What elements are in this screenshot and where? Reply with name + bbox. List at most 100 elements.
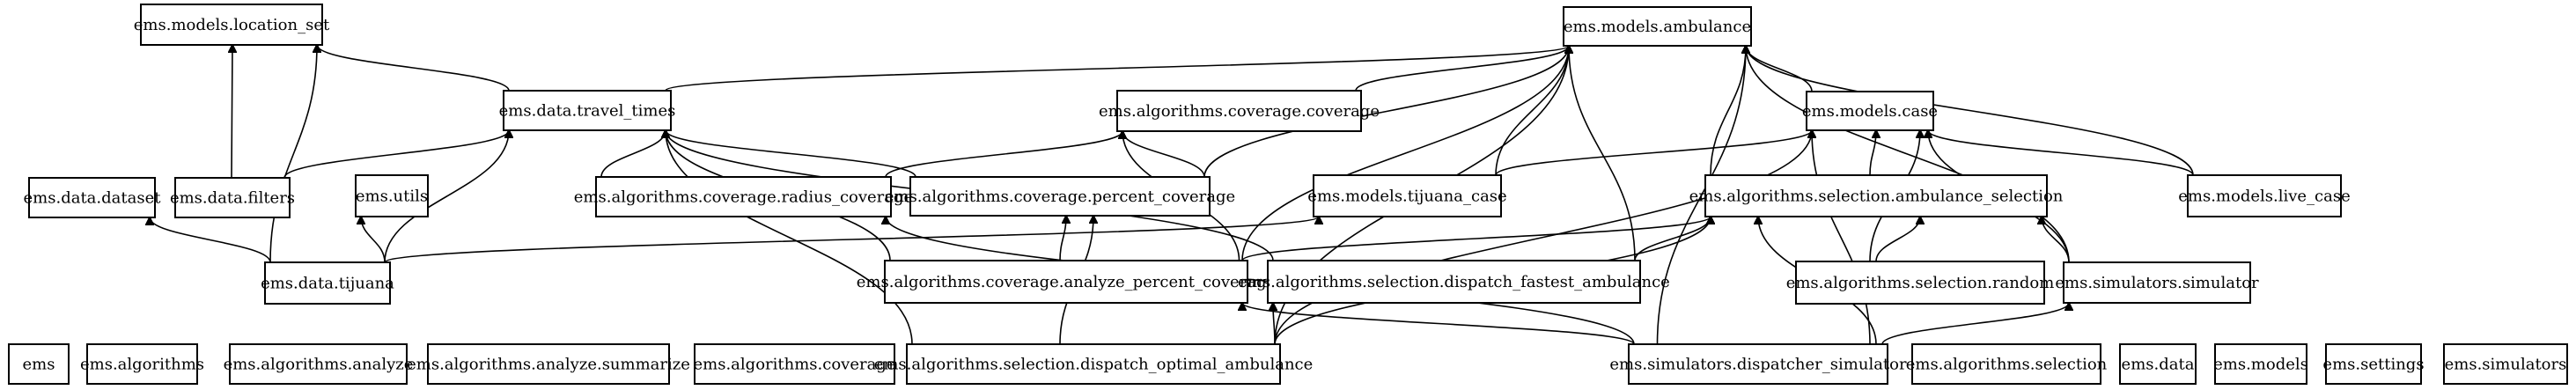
- node-box: [1911, 343, 2101, 385]
- edge-percent-coverage-to-travel-times: [666, 130, 916, 178]
- edge-tijuana-to-travel-times: [384, 130, 509, 263]
- edge-dispatcher-simulator-to-simulator: [1881, 303, 2069, 345]
- edge-analyze-percent-coverage-to-percent-coverage: [1059, 216, 1066, 261]
- node-label: ems.models.live_case: [2178, 188, 2351, 206]
- node-box: [2214, 343, 2307, 385]
- edge-analyze-percent-coverage-to-ambulance-selection: [1241, 217, 1711, 261]
- node-label: ems.algorithms.selection: [1906, 356, 2108, 374]
- node-settings: ems.settings: [2322, 343, 2425, 385]
- edge-dispatcher-simulator-to-radius-coverage: [886, 217, 1635, 345]
- node-box: [2063, 261, 2251, 304]
- node-simulator: ems.simulators.simulator: [2055, 261, 2259, 304]
- node-label: ems.algorithms.coverage.analyze_percent_…: [857, 273, 1276, 291]
- edge-radius-coverage-to-coverage-coverage: [885, 131, 1122, 178]
- node-box: [264, 261, 391, 305]
- node-label: ems.simulators.dispatcher_simulator: [1609, 356, 1907, 374]
- node-box: [1116, 90, 1362, 132]
- edge-tijuana-case-to-case: [1495, 130, 1812, 176]
- node-box: [595, 176, 892, 217]
- node-models: ems.models: [2213, 343, 2308, 385]
- edge-tijuana-case-to-ambulance: [1495, 46, 1569, 176]
- edge-live-case-to-ambulance: [1746, 46, 2194, 176]
- node-box: [1795, 261, 2045, 305]
- node-label: ems.models.tijuana_case: [1307, 188, 1506, 206]
- node-case: ems.models.case: [1802, 91, 1938, 131]
- node-label: ems.algorithms.coverage.percent_coverage: [885, 188, 1235, 206]
- edge-travel-times-to-ambulance: [665, 46, 1569, 92]
- node-label: ems.data.filters: [170, 189, 295, 208]
- node-algorithms-analyze: ems.algorithms.analyze: [224, 343, 414, 385]
- edge-dispatcher-simulator-to-case: [1812, 130, 1871, 345]
- node-location-set: ems.models.location_set: [134, 4, 330, 46]
- edge-travel-times-to-location-set: [317, 45, 510, 92]
- edge-dispatcher-simulator-to-analyze-percent-coverage: [1242, 303, 1635, 345]
- node-label: ems.algorithms.selection.dispatch_fastes…: [1238, 273, 1670, 291]
- edge-ambulance-selection-to-case: [1869, 130, 1876, 176]
- node-dataset: ems.data.dataset: [24, 177, 161, 218]
- node-box: [503, 90, 672, 131]
- node-coverage-coverage: ems.algorithms.coverage.coverage: [1099, 90, 1380, 132]
- edge-dispatch-optimal-to-travel-times: [666, 130, 913, 345]
- edge-percent-coverage-to-ambulance: [1203, 46, 1569, 178]
- node-filters: ems.data.filters: [170, 177, 295, 218]
- edge-dispatch-fastest-to-ambulance: [1569, 46, 1636, 261]
- node-box: [1563, 6, 1752, 47]
- node-box: [174, 177, 291, 218]
- edge-filters-to-travel-times: [283, 130, 509, 179]
- node-box: [355, 174, 429, 217]
- node-dispatcher-simulator: ems.simulators.dispatcher_simulator: [1609, 343, 1907, 385]
- edge-tijuana-to-utils: [361, 217, 386, 263]
- node-box: [884, 260, 1248, 304]
- node-label: ems.utils: [356, 188, 428, 206]
- node-label: ems.algorithms.selection.dispatch_optima…: [874, 356, 1314, 374]
- node-utils: ems.utils: [355, 174, 429, 217]
- node-analyze-summarize: ems.algorithms.analyze.summarize: [407, 343, 690, 385]
- node-box: [229, 343, 408, 385]
- node-label: ems.algorithms.coverage: [694, 356, 896, 374]
- edge-percent-coverage-to-coverage-coverage: [1122, 131, 1205, 178]
- node-label: ems.algorithms.analyze.summarize: [407, 356, 690, 374]
- node-box: [1704, 174, 2048, 217]
- node-tijuana: ems.data.tijuana: [261, 261, 394, 305]
- edge-tijuana-to-tijuana-case: [384, 217, 1319, 263]
- node-label: ems.data.travel_times: [499, 102, 676, 121]
- node-box: [86, 343, 198, 385]
- node-box: [906, 343, 1281, 385]
- node-label: ems.simulators: [2445, 356, 2567, 374]
- node-radius-coverage: ems.algorithms.coverage.radius_coverage: [574, 176, 913, 217]
- node-box: [1806, 91, 1934, 131]
- node-ambulance: ems.models.ambulance: [1563, 6, 1752, 47]
- node-label: ems: [23, 356, 55, 374]
- node-label: ems.data: [2122, 356, 2195, 374]
- edge-live-case-to-case: [1928, 130, 2194, 176]
- edge-radius-coverage-to-travel-times: [600, 130, 666, 178]
- node-travel-times: ems.data.travel_times: [499, 90, 676, 131]
- node-label: ems.settings: [2322, 356, 2424, 374]
- node-label: ems.algorithms.analyze: [224, 356, 414, 374]
- node-box: [1267, 260, 1641, 304]
- node-algorithms-coverage: ems.algorithms.coverage: [694, 343, 896, 385]
- node-box: [28, 177, 156, 218]
- node-box: [1628, 343, 1888, 385]
- node-box: [2187, 174, 2342, 217]
- node-live-case: ems.models.live_case: [2178, 174, 2351, 217]
- node-label: ems.algorithms.selection.random: [1786, 274, 2055, 292]
- node-label: ems.simulators.simulator: [2055, 274, 2259, 292]
- edge-tijuana-to-location-set: [269, 45, 317, 263]
- node-random: ems.algorithms.selection.random: [1786, 261, 2055, 305]
- node-dispatch-optimal: ems.algorithms.selection.dispatch_optima…: [874, 343, 1314, 385]
- edge-dispatch-optimal-to-case: [1274, 130, 1812, 345]
- node-simulators: ems.simulators: [2443, 343, 2568, 385]
- edge-analyze-percent-coverage-to-ambulance: [1241, 46, 1569, 261]
- node-analyze-percent-coverage: ems.algorithms.coverage.analyze_percent_…: [857, 260, 1276, 304]
- node-label: ems.algorithms.coverage.radius_coverage: [574, 188, 913, 207]
- node-label: ems.models: [2213, 356, 2308, 374]
- node-label: ems.models.case: [1802, 102, 1938, 121]
- node-box: [2443, 343, 2568, 385]
- node-box: [694, 343, 895, 385]
- node-algorithms: ems.algorithms: [80, 343, 204, 385]
- node-box: [1313, 174, 1502, 217]
- node-label: ems.algorithms.coverage.coverage: [1099, 102, 1380, 121]
- node-algorithms-selection: ems.algorithms.selection: [1906, 343, 2108, 385]
